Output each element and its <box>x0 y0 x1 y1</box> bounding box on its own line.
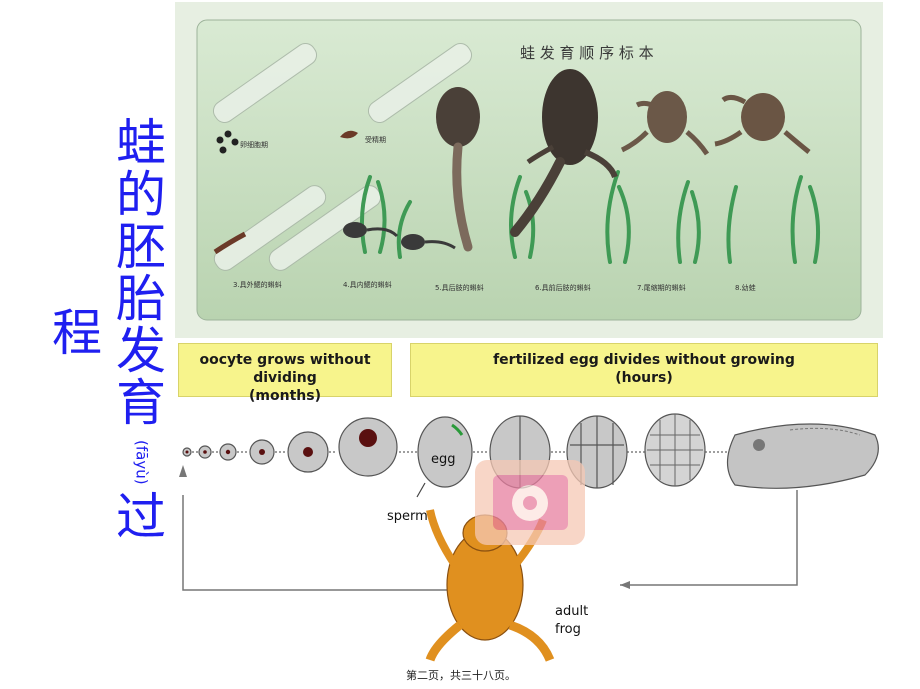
stage-label: 受精期 <box>365 135 386 144</box>
specimen-photo: 蛙 发 育 顺 序 标 本 卵细胞期 受精期 3.具外鳃的蝌蚪 4.具内鳃的 <box>175 2 883 338</box>
stage-label: 5.具后肢的蝌蚪 <box>435 283 484 292</box>
title-pinyin: (fāyù) <box>132 439 151 485</box>
stage-label: 6.具前后肢的蝌蚪 <box>535 283 591 292</box>
title-char: 育 <box>116 374 166 432</box>
frog-label: frog <box>555 622 581 637</box>
sperm-label: sperm <box>387 509 428 524</box>
stage-label: 4.具内鳃的蝌蚪 <box>343 280 392 289</box>
title-char: 的 <box>116 166 166 224</box>
title-char: 发 <box>116 322 166 380</box>
page-footer: 第二页，共三十八页。 <box>406 669 516 682</box>
title-char: 过 <box>116 488 166 546</box>
specimen-header: 蛙 发 育 顺 序 标 本 <box>520 44 654 62</box>
box-line: oocyte grows without dividing <box>199 352 371 386</box>
box-line: (hours) <box>615 370 673 386</box>
oocyte-growth-box: oocyte grows without dividing (months) <box>178 343 392 404</box>
stage-label: 卵细胞期 <box>240 140 268 149</box>
title-wrap-char: 程 <box>52 304 102 362</box>
vertical-title: 蛙 的 胚 胎 发 育 (fāyù) 过 <box>108 118 174 544</box>
box-line: (months) <box>249 388 321 404</box>
stage-label: 3.具外鳃的蝌蚪 <box>233 280 282 289</box>
stage-label: 7.尾缩期的蝌蚪 <box>637 283 686 292</box>
stage-label: 8.幼蛙 <box>735 283 756 292</box>
egg-division-box: fertilized egg divides without growing (… <box>410 343 878 397</box>
title-char: 蛙 <box>116 114 166 172</box>
adult-label: adult <box>555 604 588 619</box>
egg-label: egg <box>431 452 456 467</box>
title-char: 胚 <box>116 218 166 276</box>
box-line: fertilized egg divides without growing <box>493 352 795 368</box>
development-cycle-diagram: egg sperm adult frog <box>179 413 879 662</box>
title-char: 胎 <box>116 270 166 328</box>
